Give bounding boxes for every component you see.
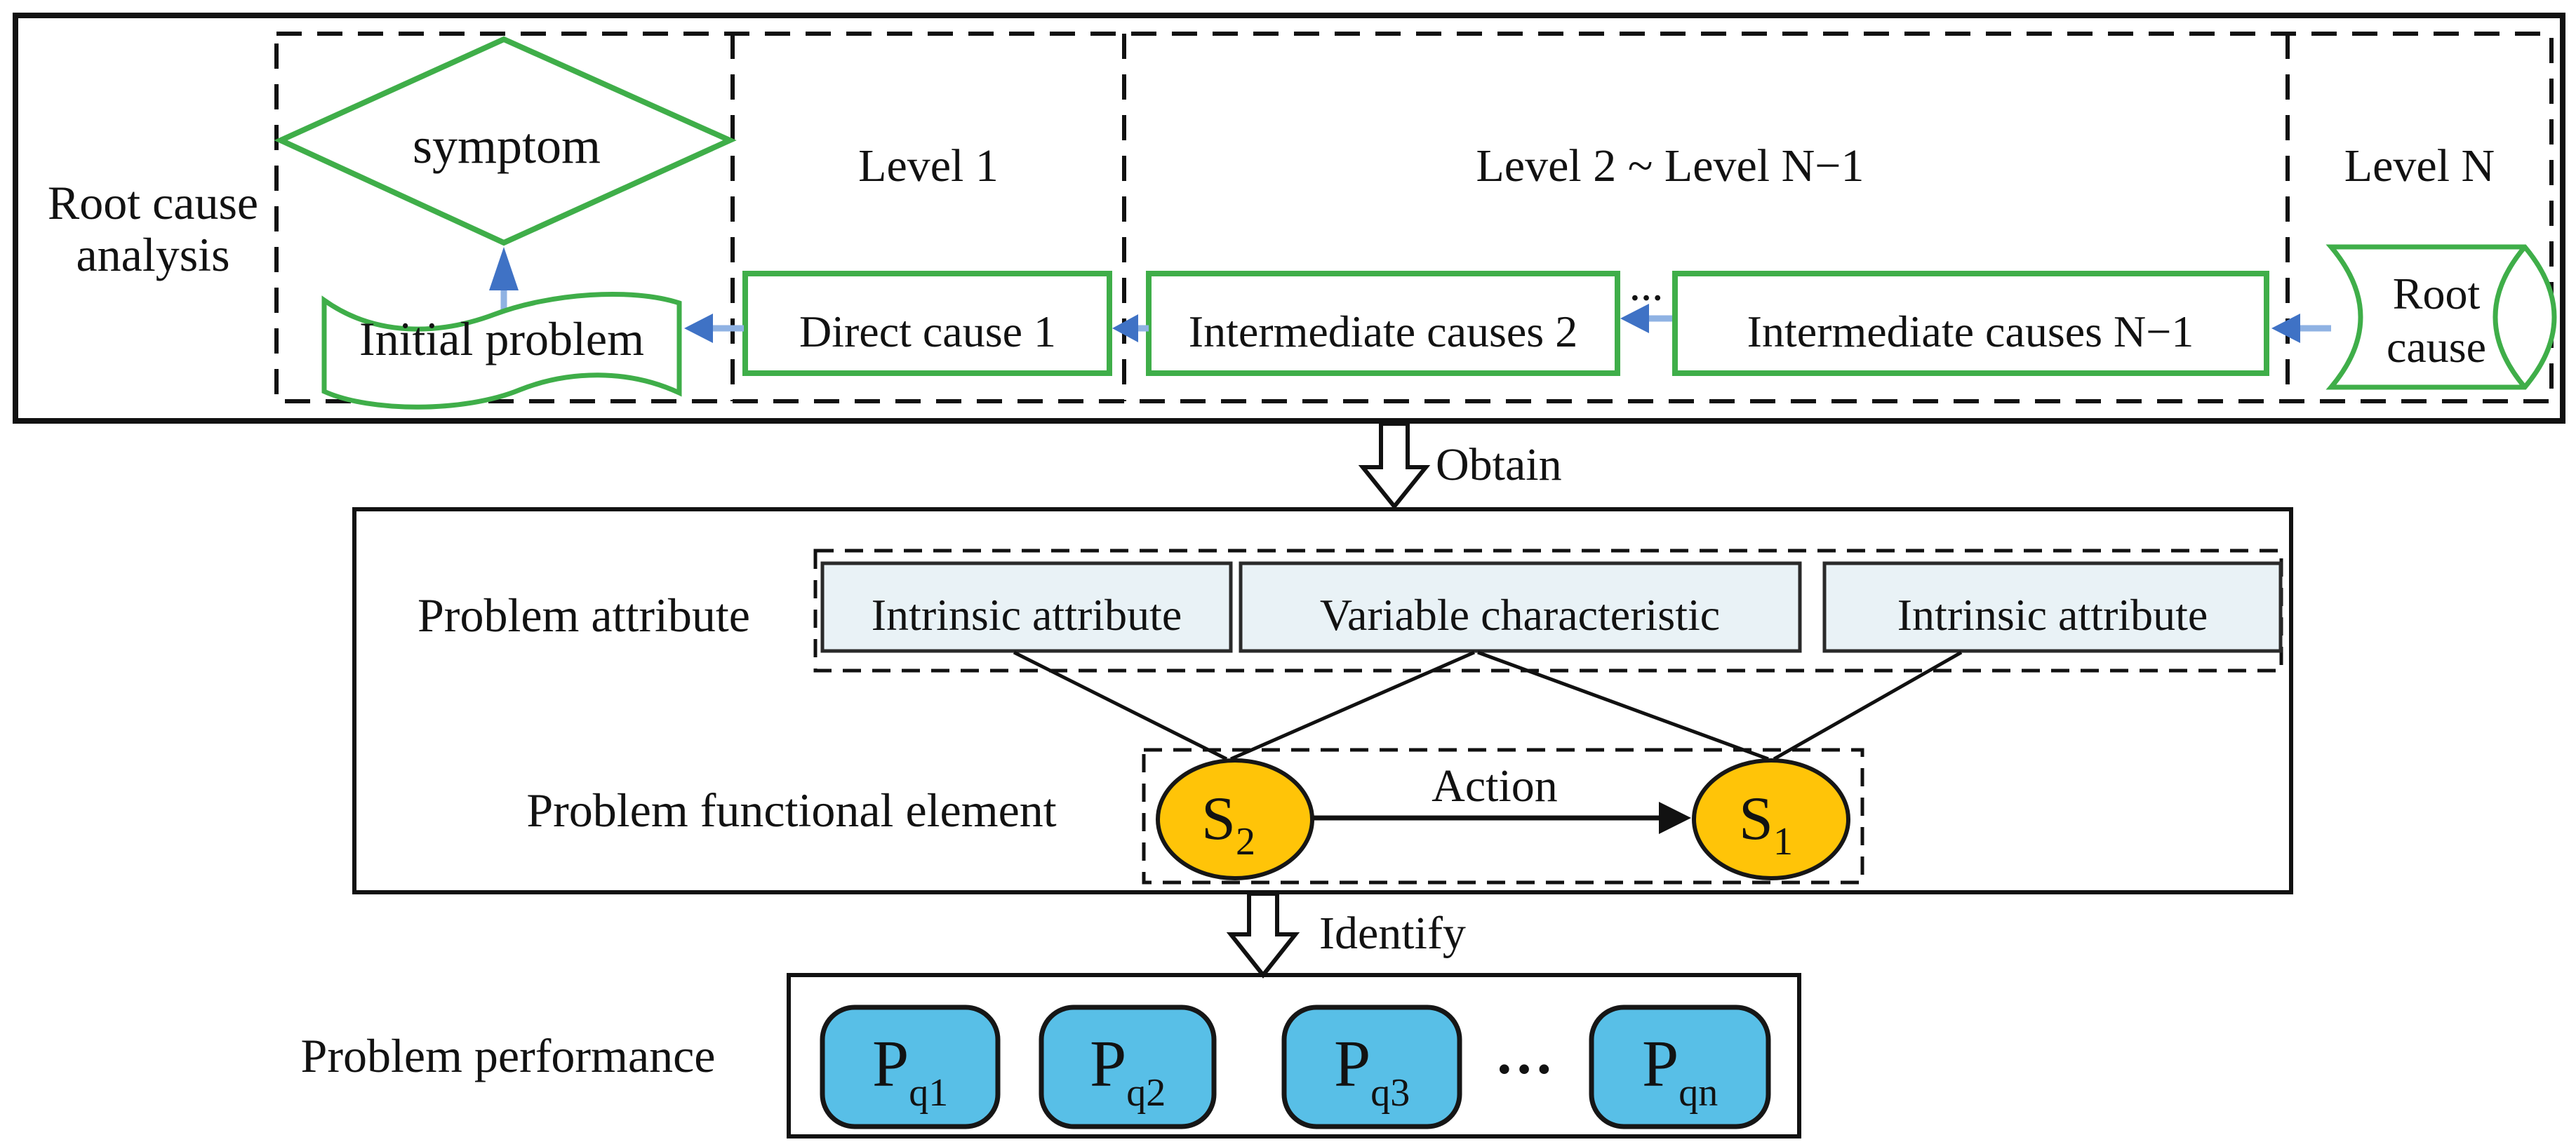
obtain-label: Obtain [1436,439,1562,490]
s2-node [1156,758,1314,880]
variable-characteristic-box [1239,561,1802,653]
perf-node-q1 [820,1005,1001,1129]
attribute-dashed-box [813,549,2283,673]
perf-node-qn-label: Pqn [1642,1028,1718,1115]
intrinsic-attribute-label-2: Intrinsic attribute [1897,590,2208,640]
levelN-label: Level N [2344,140,2495,192]
action-arrow [1314,802,1691,834]
root-cause-label-line2: cause [2387,322,2486,372]
identify-label: Identify [1319,908,1466,959]
variable-characteristic-label: Variable characteristic [1320,590,1720,640]
s2-label: S2 [1201,785,1255,864]
s1-label: S1 [1739,785,1793,864]
level2-label: Level 2 ~ Level N−1 [1476,140,1864,192]
intermediateN1-label: Intermediate causes N−1 [1747,307,2194,356]
identify-arrow [1226,892,1300,979]
arrow-root-to-n1 [2271,314,2331,343]
symptom-label: symptom [413,118,601,174]
intrinsic-attribute-label-1: Intrinsic attribute [872,590,1182,640]
rca-outer-box [13,13,2565,424]
perf-node-q3-label: Pq3 [1334,1028,1410,1115]
intermediate2-label: Intermediate causes 2 [1189,307,1577,356]
arrow-direct-to-initial [684,314,744,343]
perf-node-q2 [1039,1005,1217,1129]
initial-problem-label: Initial problem [359,312,644,365]
connector-attr2-s1 [1477,650,1769,761]
root-cause-cylinder [2325,244,2557,390]
intrinsic-attribute-box-1 [820,561,1233,653]
initial-problem-flag [321,292,682,410]
rca-side-label-line2: analysis [76,228,229,281]
direct-cause-box [742,271,1112,376]
middle-box [352,507,2293,894]
intrinsic-attribute-box-2 [1822,561,2283,653]
perf-node-q2-label: Pq2 [1090,1028,1166,1115]
ellipsis-bottom: … [1495,1021,1554,1087]
connector-attr1-s2 [1013,650,1228,761]
perf-node-qn [1589,1005,1771,1129]
connector-attr2-s2 [1229,650,1476,761]
problem-attribute-label: Problem attribute [418,589,750,642]
obtain-arrow [1358,422,1431,510]
level1-label: Level 1 [858,140,999,192]
rca-dashed-box [274,32,2554,403]
arrow-n1-to-intermediate2 [1620,304,1674,333]
direct-cause-label: Direct cause 1 [799,307,1056,356]
connector-attr3-s1 [1773,650,1963,761]
problem-functional-label: Problem functional element [526,784,1056,837]
cylinder-inner-arc [2492,245,2527,389]
intermediateN1-box [1672,271,2269,376]
rca-side-label-line1: Root cause [48,176,258,229]
problem-performance-label: Problem performance [301,1029,716,1082]
s1-node [1692,758,1850,880]
functional-dashed-box [1142,748,1864,885]
perf-node-q1-label: Pq1 [872,1028,948,1115]
ellipsis-top: … [1629,271,1663,308]
action-label: Action [1432,760,1558,812]
performance-box [787,973,1801,1138]
root-cause-label-line1: Root [2393,269,2481,318]
perf-node-q3 [1281,1005,1462,1129]
symptom-diamond [274,36,737,246]
arrow-intermediate2-to-direct [1112,314,1149,342]
intermediate2-box [1146,271,1620,376]
